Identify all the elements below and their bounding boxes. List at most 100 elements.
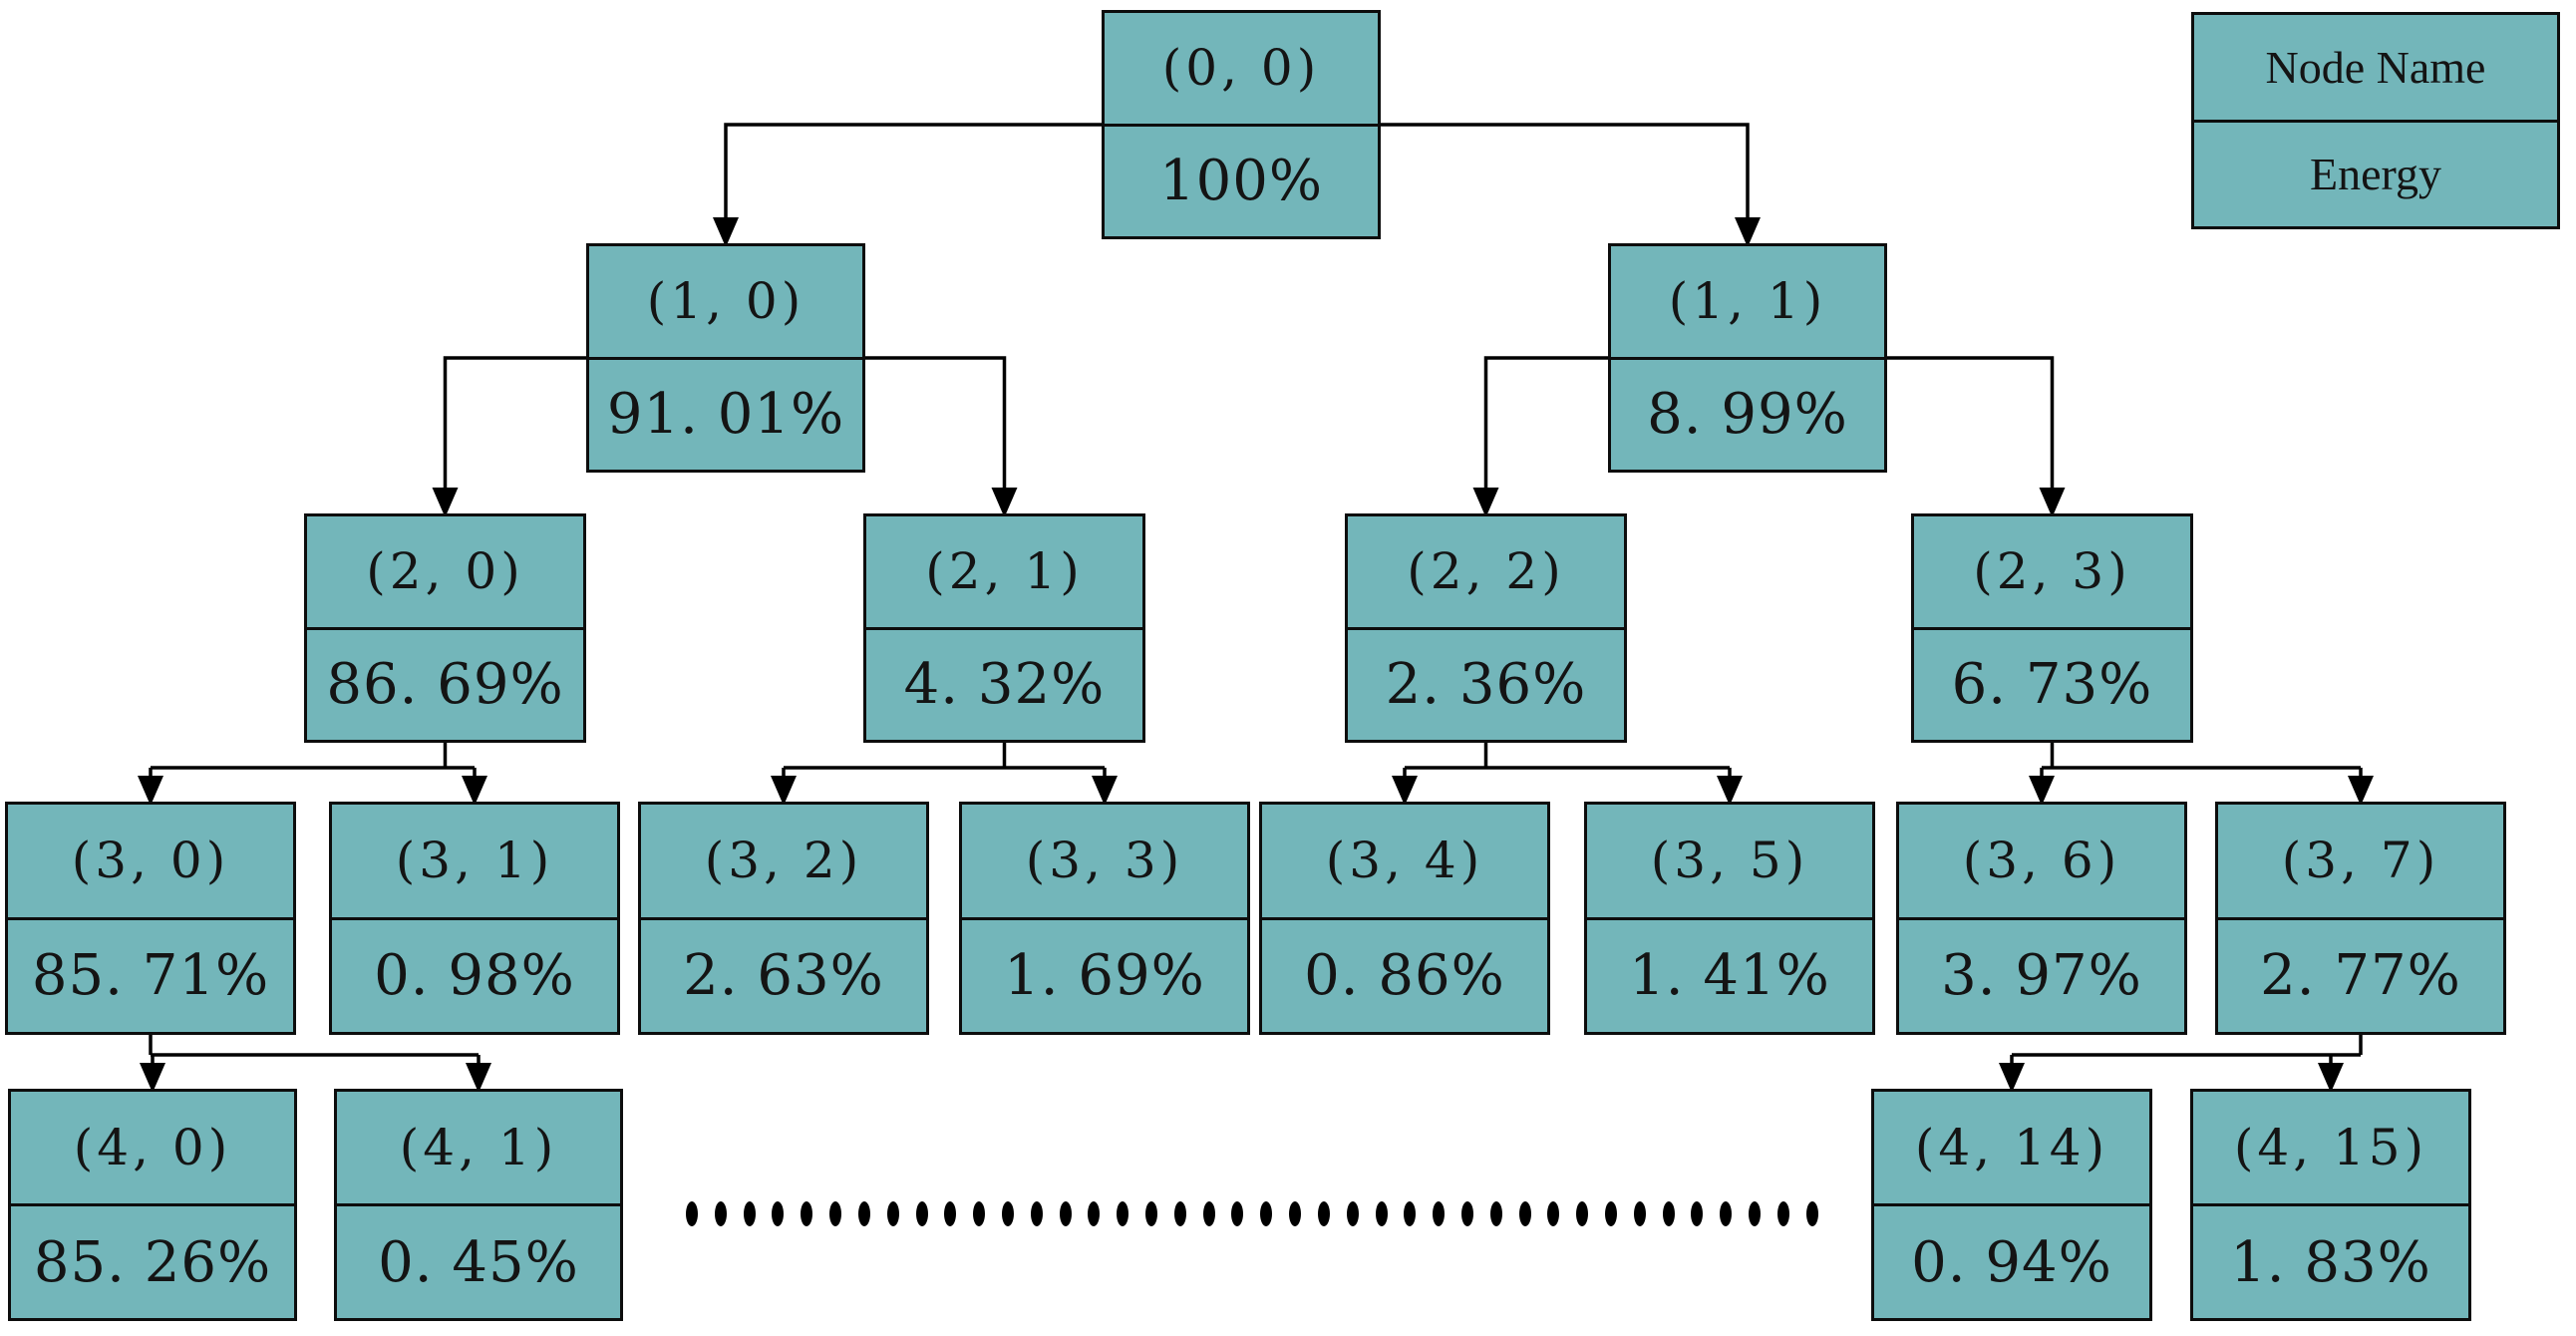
node-0-0: (0, 0) 100% [1102, 10, 1381, 239]
node-2-3-energy: 6. 73% [1951, 652, 2153, 718]
dot [1088, 1200, 1101, 1226]
dot [915, 1200, 928, 1226]
dot [1633, 1200, 1646, 1226]
node-2-2-energy: 2. 36% [1385, 652, 1587, 718]
node-2-3: (2, 3) 6. 73% [1911, 513, 2193, 743]
dot [1260, 1200, 1273, 1226]
node-2-1: (2, 1) 4. 32% [863, 513, 1145, 743]
edge-3-7 [1999, 1035, 2363, 1093]
dot [801, 1200, 813, 1226]
node-3-6: (3, 6) 3. 97% [1896, 802, 2187, 1035]
node-3-0-name: (3, 0) [8, 805, 293, 920]
dot [1404, 1200, 1417, 1226]
node-4-1-energy: 0. 45% [378, 1229, 579, 1295]
node-2-1-energy: 4. 32% [903, 652, 1106, 718]
dot [1460, 1200, 1473, 1226]
node-3-1-energy: 0. 98% [374, 943, 575, 1009]
legend-node-name-label: Node Name [2194, 15, 2557, 123]
node-1-1-energy: 8. 99% [1647, 382, 1848, 448]
node-1-0-name: (1, 0) [589, 246, 862, 360]
edge-3-0 [140, 1035, 491, 1093]
dot [1346, 1200, 1359, 1226]
node-2-0-name: (2, 0) [307, 516, 583, 630]
node-3-5-energy: 1. 41% [1629, 943, 1830, 1009]
node-4-15: (4, 15)1. 83% [2190, 1089, 2471, 1321]
dot [686, 1200, 698, 1226]
dot [1547, 1200, 1560, 1226]
dot [944, 1200, 957, 1226]
node-2-2: (2, 2) 2. 36% [1345, 513, 1627, 743]
node-4-0: (4, 0)85. 26% [8, 1089, 297, 1321]
node-3-6-name: (3, 6) [1899, 805, 2184, 920]
node-3-6-energy: 3. 97% [1941, 943, 2142, 1009]
dot [1173, 1200, 1186, 1226]
dot [1691, 1200, 1704, 1226]
dot [857, 1200, 870, 1226]
node-4-1: (4, 1) 0. 45% [334, 1089, 623, 1321]
node-3-2-name: (3, 2) [641, 805, 926, 920]
node-1-1-name: (1, 1) [1611, 246, 1884, 360]
node-4-15-energy: 1. 83% [2230, 1229, 2431, 1295]
node-3-7-energy: 2. 77% [2260, 943, 2461, 1009]
node-1-0-energy: 91. 01% [606, 382, 845, 448]
node-3-3-energy: 1. 69% [1004, 943, 1205, 1009]
dot [1662, 1200, 1675, 1226]
dot [1433, 1200, 1446, 1226]
edge-2-2 [1392, 743, 1743, 806]
node-3-5: (3, 5) 1. 41% [1584, 802, 1875, 1035]
node-3-3-name: (3, 3) [962, 805, 1247, 920]
dot [1289, 1200, 1302, 1226]
node-4-0-energy: 85. 26% [33, 1229, 272, 1295]
edge-1-1 [1472, 356, 2066, 517]
dot [743, 1200, 756, 1226]
dot [1749, 1200, 1762, 1226]
dot [1001, 1200, 1014, 1226]
node-3-7-name: (3, 7) [2218, 805, 2503, 920]
dot [1117, 1200, 1129, 1226]
node-3-4-energy: 0. 86% [1304, 943, 1505, 1009]
node-3-1-name: (3, 1) [332, 805, 617, 920]
edge-2-0 [138, 743, 487, 806]
legend-box: Node Name Energy [2191, 12, 2560, 229]
node-4-1-name: (4, 1) [337, 1092, 620, 1206]
node-3-2-energy: 2. 63% [683, 943, 884, 1009]
node-2-1-name: (2, 1) [866, 516, 1142, 630]
edge-0-0 [713, 123, 1761, 247]
node-2-0: (2, 0) 86. 69% [304, 513, 586, 743]
dot [886, 1200, 899, 1226]
dot [1720, 1200, 1733, 1226]
node-3-4: (3, 4) 0. 86% [1259, 802, 1550, 1035]
node-4-14: (4, 14) 0. 94% [1871, 1089, 2152, 1321]
node-2-3-name: (2, 3) [1914, 516, 2190, 630]
dot [1059, 1200, 1072, 1226]
node-4-14-energy: 0. 94% [1911, 1229, 2112, 1295]
node-4-14-name: (4, 14) [1874, 1092, 2149, 1206]
node-2-0-energy: 86. 69% [326, 652, 564, 718]
node-3-2: (3, 2) 2. 63% [638, 802, 929, 1035]
dot [1317, 1200, 1330, 1226]
node-3-0-energy: 85. 71% [31, 943, 270, 1009]
node-1-1: (1, 1) 8. 99% [1608, 243, 1887, 473]
node-3-4-name: (3, 4) [1262, 805, 1547, 920]
dot [1231, 1200, 1244, 1226]
edge-2-3 [2029, 743, 2374, 806]
node-1-0: (1, 0) 91. 01% [586, 243, 865, 473]
dot [1605, 1200, 1617, 1226]
node-0-0-name: (0, 0) [1105, 13, 1378, 127]
node-2-2-name: (2, 2) [1348, 516, 1624, 630]
dot [714, 1200, 727, 1226]
dot [1030, 1200, 1043, 1226]
dot [1518, 1200, 1531, 1226]
node-0-0-energy: 100% [1158, 149, 1324, 214]
edge-2-1 [771, 743, 1118, 806]
node-3-0: (3, 0) 85. 71% [5, 802, 296, 1035]
dot [829, 1200, 842, 1226]
dot [1145, 1200, 1157, 1226]
node-3-3: (3, 3) 1. 69% [959, 802, 1250, 1035]
dot [1375, 1200, 1388, 1226]
node-3-7: (3, 7) 2. 77% [2215, 802, 2506, 1035]
dot [1202, 1200, 1215, 1226]
dot [973, 1200, 986, 1226]
node-3-5-name: (3, 5) [1587, 805, 1872, 920]
